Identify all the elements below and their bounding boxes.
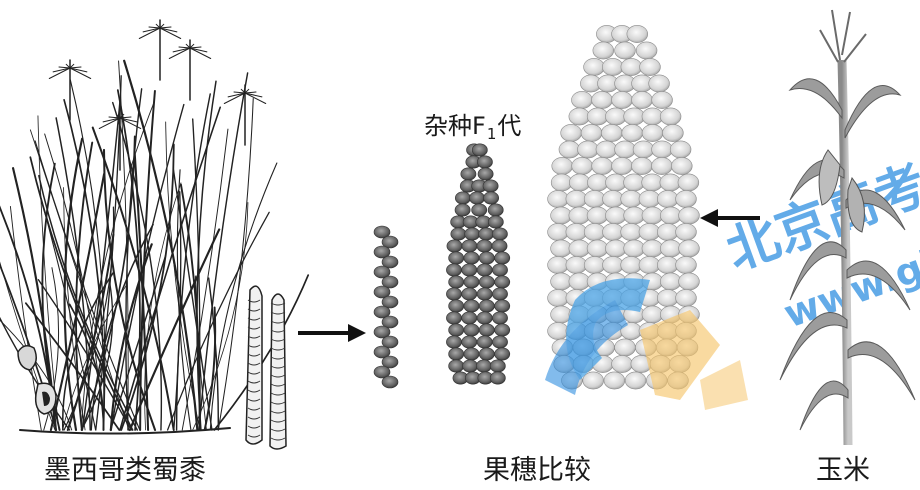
right-arrow-icon	[298, 324, 366, 342]
teosinte-ear-drawings	[246, 286, 286, 449]
ear-comparison-label: 果穗比较	[483, 448, 591, 487]
maize-label: 玉米	[816, 448, 870, 487]
teosinte-ear	[374, 226, 398, 388]
f1-hybrid-ear	[446, 144, 509, 384]
teosinte-label: 墨西哥类蜀黍	[44, 448, 206, 487]
f1-hybrid-label: 杂种F1代	[424, 106, 521, 143]
